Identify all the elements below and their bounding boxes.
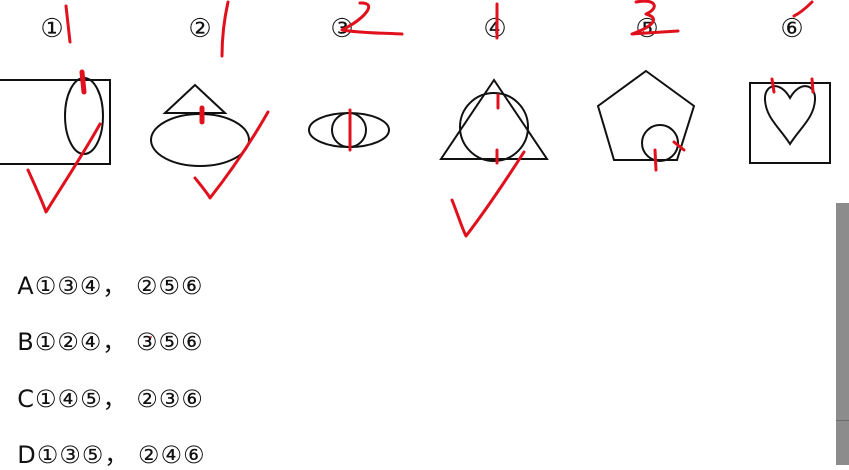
figure-4	[439, 78, 549, 162]
figure-6-heart	[763, 85, 817, 146]
option-c[interactable]: C①④⑤， ②③⑥	[0, 351, 204, 414]
mark-figure-6	[770, 77, 815, 94]
handwritten-annotations	[26, 0, 815, 238]
check-mark-4	[450, 150, 526, 238]
annotation-stroke-5	[630, 0, 680, 36]
figure-label-1: ①	[40, 14, 64, 44]
figure-5-pentagon	[596, 69, 696, 161]
figure-4-circle	[459, 92, 529, 162]
option-b-text: ①②④， ③⑤⑥	[34, 328, 204, 356]
figure-label-2: ②	[188, 14, 212, 44]
figure-2-triangle	[162, 83, 228, 114]
annotation-tick-2	[220, 0, 230, 58]
mark-figure-1	[79, 69, 87, 95]
mark-figure-4	[495, 93, 500, 165]
figure-1	[0, 77, 111, 165]
stray-dot	[150, 336, 152, 338]
figure-5-circle	[641, 124, 679, 162]
annotation-tick-6	[792, 0, 814, 18]
option-b-letter: B	[17, 328, 35, 356]
option-d[interactable]: D①③⑤， ②④⑥	[0, 407, 205, 470]
option-a[interactable]: A①③④， ②⑤⑥	[0, 238, 203, 301]
option-d-letter: D	[17, 441, 37, 469]
figure-2	[150, 83, 250, 167]
check-mark-2	[193, 110, 270, 200]
figure-4-triangle	[439, 78, 549, 160]
annotation-tick-1	[64, 4, 72, 44]
option-c-text: ①④⑤， ②③⑥	[35, 385, 204, 413]
figure-label-6: ⑥	[780, 14, 804, 44]
option-a-text: ①③④， ②⑤⑥	[34, 272, 204, 300]
option-b[interactable]: B①②④， ③⑤⑥	[0, 294, 203, 357]
option-a-letter: A	[17, 272, 35, 300]
figure-1-rectangle	[0, 79, 111, 165]
figure-6-square	[749, 82, 831, 164]
figure-6	[749, 82, 831, 164]
check-mark-1	[26, 122, 102, 214]
figure-label-4: ④	[483, 14, 507, 44]
mark-figure-5	[653, 140, 686, 172]
option-c-letter: C	[17, 385, 36, 413]
annotation-stroke-3	[340, 1, 404, 36]
vertical-scrollbar[interactable]	[836, 203, 849, 465]
scrollbar-divider	[836, 420, 849, 421]
option-d-text: ①③⑤， ②④⑥	[36, 441, 206, 469]
figure-5	[596, 69, 696, 162]
